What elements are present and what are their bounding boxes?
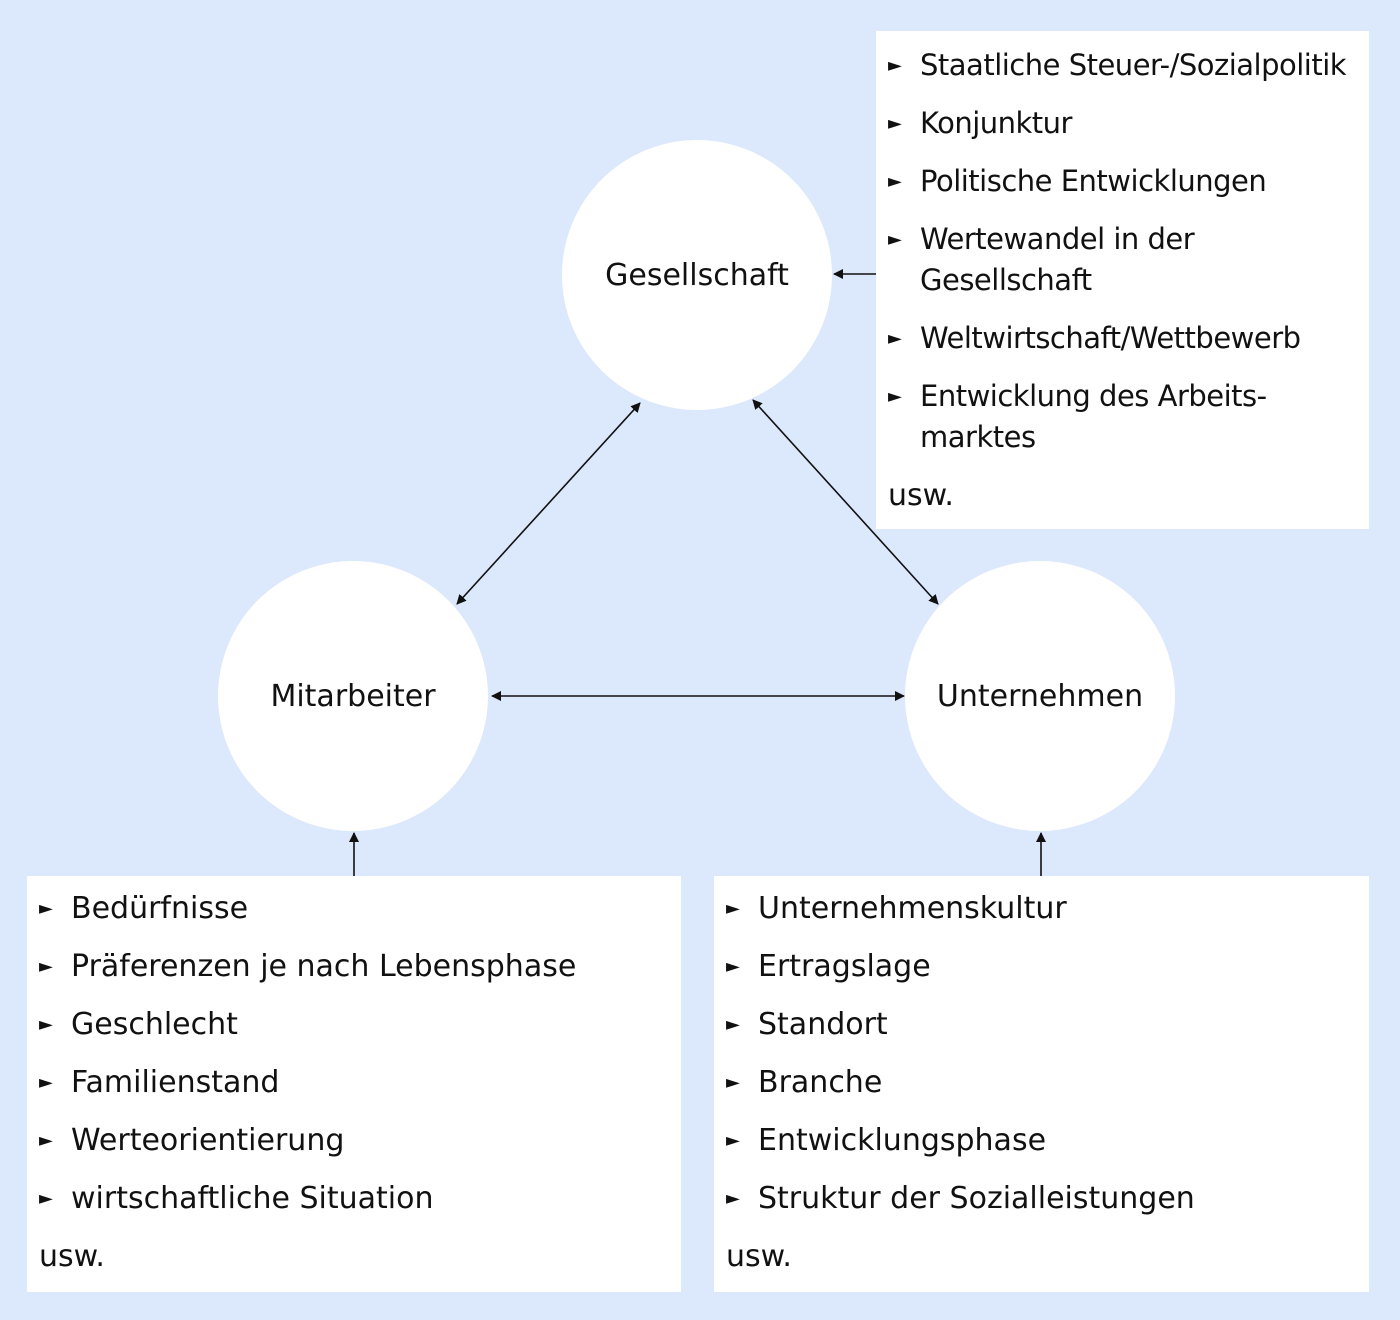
bullet-icon: ► <box>726 1014 740 1035</box>
arrow-society-company <box>752 399 939 605</box>
node-employees-label: Mitarbeiter <box>270 678 436 714</box>
node-company-label: Unternehmen <box>936 678 1144 714</box>
list-item-text: Unternehmenskultur <box>758 891 1067 926</box>
bullet-icon: ► <box>39 1014 53 1035</box>
list-item: ► Wertewandel in der Gesellschaft <box>888 219 1359 301</box>
society-factors-list: ► Staatliche Steuer-/Sozialpolitik ► Konju… <box>888 45 1359 458</box>
employees-etc: usw. <box>39 1239 105 1274</box>
list-item-text: Geschlecht <box>71 1007 238 1042</box>
list-item-text: Branche <box>758 1065 883 1100</box>
list-item: ► Präferenzen je nach Lebensphase <box>39 946 671 987</box>
society-etc: usw. <box>888 478 954 513</box>
list-item: ► wirtschaftliche Situation <box>39 1178 671 1219</box>
list-item: ► Branche <box>726 1062 1359 1103</box>
bullet-icon: ► <box>888 55 902 76</box>
list-item: ► Politische Entwicklungen <box>888 161 1359 202</box>
list-item: ► Staatliche Steuer-/Sozialpolitik <box>888 45 1359 86</box>
list-item: ► Ertragslage <box>726 946 1359 987</box>
bullet-icon: ► <box>726 1188 740 1209</box>
list-item-text: Präferenzen je nach Lebensphase <box>71 949 577 984</box>
company-etc: usw. <box>726 1239 792 1274</box>
bullet-icon: ► <box>726 1130 740 1151</box>
list-item-text: Werteorientierung <box>71 1123 345 1158</box>
bullet-icon: ► <box>726 1072 740 1093</box>
list-item-text: Weltwirtschaft/Wettbewerb <box>920 321 1301 355</box>
list-item-text: Staatliche Steuer-/Sozialpolitik <box>920 48 1347 82</box>
list-item: ► Geschlecht <box>39 1004 671 1045</box>
node-company: Unternehmen <box>905 561 1175 831</box>
bullet-icon: ► <box>726 956 740 977</box>
society-factors-box: ► Staatliche Steuer-/Sozialpolitik ► Konju… <box>876 31 1369 529</box>
bullet-icon: ► <box>39 1188 53 1209</box>
list-item: ► Unternehmenskultur <box>726 888 1359 929</box>
list-item-text: Bedürfnisse <box>71 891 249 926</box>
bullet-icon: ► <box>39 1072 53 1093</box>
bullet-icon: ► <box>726 898 740 919</box>
node-employees: Mitarbeiter <box>218 561 488 831</box>
list-item: ► Weltwirtschaft/Wettbewerb <box>888 318 1359 359</box>
bullet-icon: ► <box>39 956 53 977</box>
company-factors-box: ► Unternehmenskultur ► Ertragslage ► Stando… <box>714 876 1369 1292</box>
list-item-text: Entwicklungsphase <box>758 1123 1047 1158</box>
bullet-icon: ► <box>39 898 53 919</box>
list-item-text: Entwicklung des Arbeits- marktes <box>920 379 1267 454</box>
bullet-icon: ► <box>888 229 902 250</box>
list-item: ► Entwicklung des Arbeits- marktes <box>888 376 1359 458</box>
node-society-label: Gesellschaft <box>605 257 789 293</box>
list-item-text: Wertewandel in der Gesellschaft <box>920 222 1195 297</box>
list-item: ► Struktur der Sozialleistungen <box>726 1178 1359 1219</box>
bullet-icon: ► <box>888 113 902 134</box>
company-factors-list: ► Unternehmenskultur ► Ertragslage ► Stando… <box>726 888 1359 1219</box>
node-society: Gesellschaft <box>562 140 832 410</box>
list-item-text: Familienstand <box>71 1065 280 1100</box>
list-item-text: Standort <box>758 1007 888 1042</box>
list-item: ► Konjunktur <box>888 103 1359 144</box>
bullet-icon: ► <box>888 171 902 192</box>
list-item-text: Ertragslage <box>758 949 931 984</box>
list-item-text: Konjunktur <box>920 106 1072 140</box>
bullet-icon: ► <box>888 328 902 349</box>
arrow-society-employees <box>456 402 641 605</box>
list-item: ► Werteorientierung <box>39 1120 671 1161</box>
employees-factors-list: ► Bedürfnisse ► Präferenzen je nach Lebens… <box>39 888 671 1219</box>
list-item: ► Standort <box>726 1004 1359 1045</box>
list-item: ► Bedürfnisse <box>39 888 671 929</box>
list-item: ► Entwicklungsphase <box>726 1120 1359 1161</box>
bullet-icon: ► <box>39 1130 53 1151</box>
list-item-text: Struktur der Sozialleistungen <box>758 1181 1195 1216</box>
employees-factors-box: ► Bedürfnisse ► Präferenzen je nach Lebens… <box>27 876 681 1292</box>
list-item: ► Familienstand <box>39 1062 671 1103</box>
list-item-text: wirtschaftliche Situation <box>71 1181 434 1216</box>
bullet-icon: ► <box>888 386 902 407</box>
list-item-text: Politische Entwicklungen <box>920 164 1267 198</box>
